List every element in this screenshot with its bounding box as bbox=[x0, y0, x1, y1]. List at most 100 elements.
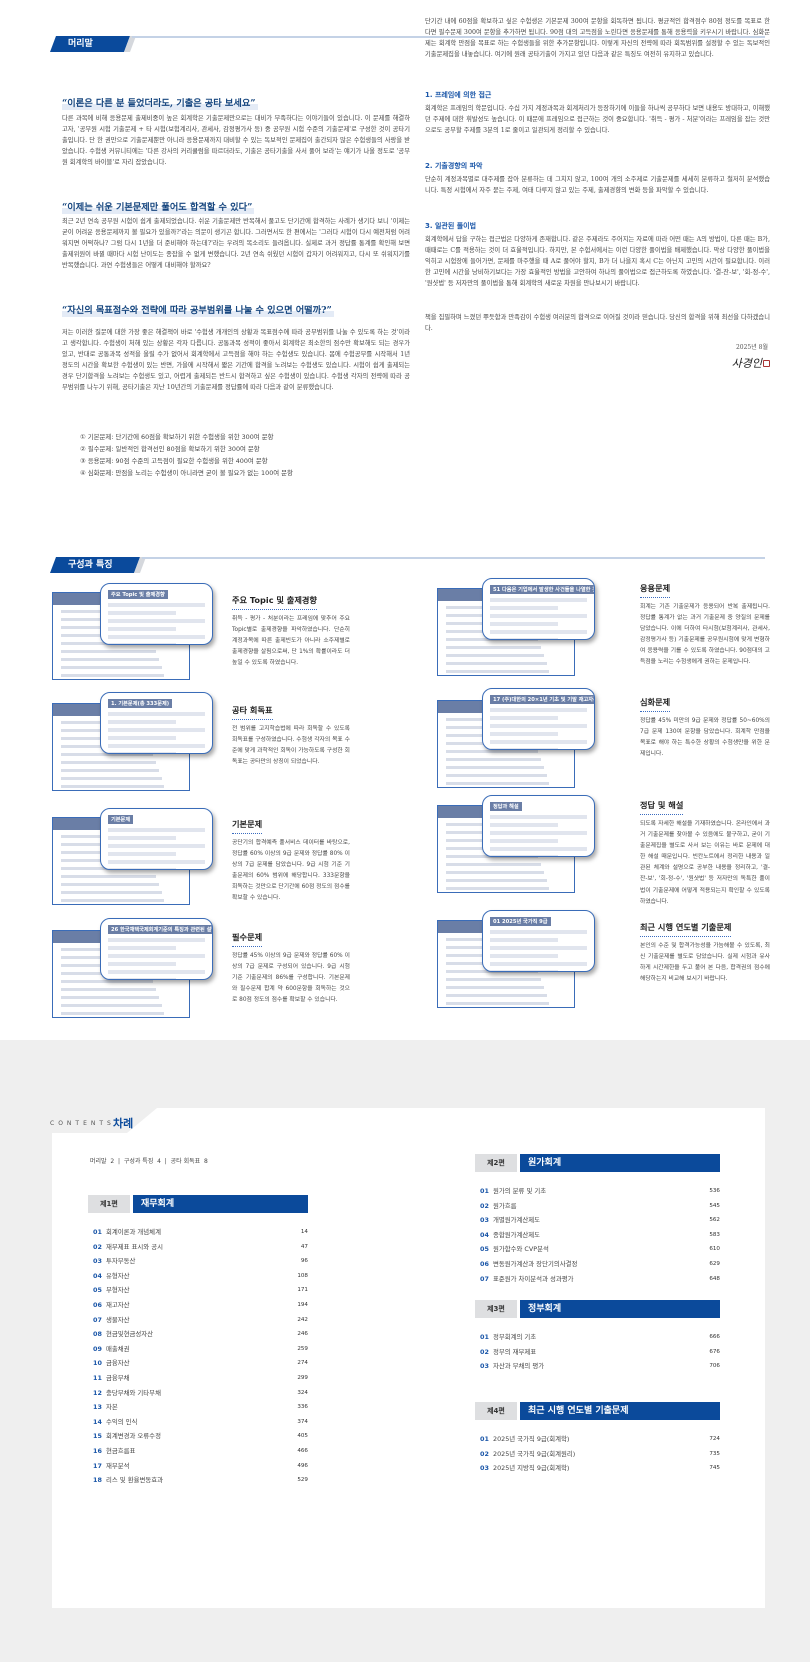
chapter-number: 03 bbox=[480, 1464, 489, 1473]
chapter-title: 회계변경과 오류수정 bbox=[106, 1432, 161, 1441]
chapter-page: 194 bbox=[297, 1302, 308, 1308]
preview-heading: 51 다음은 기업에서 발생한 사건들을 나열한 것이다. bbox=[490, 585, 594, 594]
feature-description: 되도록 자세한 해설을 기재하였습니다. 온라인에서 과거 기출문제를 찾아볼 … bbox=[640, 821, 770, 905]
question-type-list: ① 기본문제: 단기간에 60점을 확보하기 위한 수험생을 위한 300여 문… bbox=[80, 431, 293, 479]
feature-title: 공타 회독표 bbox=[232, 704, 273, 720]
chapter-page: 648 bbox=[709, 1275, 720, 1282]
chapter-title: 유형자산 bbox=[106, 1271, 130, 1280]
part-title[interactable]: 정부회계 bbox=[520, 1300, 720, 1318]
chapter-number: 02 bbox=[480, 1449, 489, 1458]
seal-icon bbox=[763, 360, 770, 367]
chapter-title: 2025년 국가직 9급(회계원리) bbox=[493, 1449, 576, 1458]
chapter-page: 374 bbox=[297, 1418, 308, 1425]
chapter-number: 14 bbox=[93, 1417, 102, 1426]
chapter-page: 706 bbox=[709, 1363, 720, 1370]
part-title[interactable]: 원가회계 bbox=[520, 1154, 720, 1172]
part-title[interactable]: 최근 시행 연도별 기출문제 bbox=[520, 1402, 720, 1420]
point-title-3: 3. 일관된 풀이법 bbox=[425, 222, 477, 230]
chapter-title: 자본 bbox=[106, 1403, 118, 1412]
preview-heading: 정답과 해설 bbox=[490, 802, 522, 811]
chapter-number: 06 bbox=[480, 1260, 489, 1268]
chapter-page: 536 bbox=[709, 1188, 720, 1194]
chapter-title: 정부회계의 기초 bbox=[493, 1333, 537, 1341]
list-item: ③ 응용문제: 90점 수준의 고득점이 필요한 수험생을 위한 400여 문항 bbox=[80, 457, 268, 465]
chapter-number: 05 bbox=[480, 1245, 489, 1254]
toc-chapter[interactable]: 05 원가함수와 CVP분석 610 bbox=[480, 1243, 720, 1255]
chapter-page: 610 bbox=[709, 1246, 720, 1253]
toc-chapter[interactable]: 07 생물자산 242 bbox=[93, 1314, 308, 1326]
chapter-page: 529 bbox=[297, 1477, 308, 1484]
chapter-page: 583 bbox=[709, 1231, 720, 1238]
point-body-2: 단순히 계정과목별로 대주제를 잡아 분류하는 데 그치지 않고, 100여 개… bbox=[425, 176, 770, 194]
chapter-title: 원가함수와 CVP분석 bbox=[493, 1245, 549, 1254]
list-item: ② 필수문제: 일반적인 합격선인 80점을 확보하기 위한 300여 문항 bbox=[80, 445, 260, 453]
chapter-title: 정부의 재무제표 bbox=[493, 1347, 537, 1356]
preface-closing: 책을 집필하며 느꼈던 뿌듯함과 만족감이 수험생 여러분의 합격으로 이어질 … bbox=[425, 314, 770, 332]
chapter-page: 47 bbox=[300, 1243, 308, 1250]
chapter-title: 현금흐름표 bbox=[106, 1447, 136, 1455]
chapter-title: 원가흐름 bbox=[493, 1201, 517, 1210]
page-preview-zoom: 정답과 해설 bbox=[482, 795, 595, 857]
chapter-number: 03 bbox=[480, 1362, 489, 1371]
part-title[interactable]: 재무회계 bbox=[133, 1195, 308, 1213]
chapter-number: 18 bbox=[93, 1476, 102, 1485]
chapter-title: 투자부동산 bbox=[106, 1257, 136, 1266]
chapter-title: 회계이론과 개념체계 bbox=[106, 1228, 161, 1236]
page-preview-zoom: 26 한국채택국제회계기준의 특징과 관련된 설명 bbox=[100, 918, 213, 980]
contents-panel bbox=[52, 1108, 765, 1608]
chapter-title: 원가의 분류 및 기초 bbox=[493, 1187, 547, 1195]
page-preview-zoom: 01 2025년 국가직 9급 bbox=[482, 910, 595, 972]
chapter-page: 466 bbox=[297, 1448, 308, 1454]
front-matter-nav[interactable]: 머리말 2 | 구성과 특징 4 | 공타 회독표 8 bbox=[90, 1158, 208, 1165]
feature-title: 주요 Topic 및 출제경향 bbox=[232, 594, 317, 610]
feature-description: 정답률 45% 미만의 9급 문제와 정답률 50~60%의 7급 문제 130… bbox=[640, 718, 770, 758]
chapter-number: 08 bbox=[93, 1330, 102, 1339]
feature-title: 최근 시행 연도별 기출문제 bbox=[640, 921, 732, 937]
preface-date: 2025년 8월 bbox=[735, 344, 768, 351]
preview-heading: 1. 기본문제(총 333문제) bbox=[108, 699, 173, 708]
chapter-page: 242 bbox=[297, 1316, 308, 1323]
feature-title: 기본문제 bbox=[232, 818, 263, 834]
feature-title: 심화문제 bbox=[640, 696, 671, 712]
feature-title: 필수문제 bbox=[232, 931, 263, 947]
chapter-page: 299 bbox=[297, 1375, 308, 1381]
chapter-title: 생물자산 bbox=[106, 1315, 130, 1324]
chapter-number: 07 bbox=[93, 1315, 102, 1324]
section-tab-preface: 머리말 bbox=[50, 36, 130, 52]
chapter-page: 171 bbox=[297, 1287, 308, 1294]
list-item: ① 기본문제: 단기간에 60점을 확보하기 위한 수험생을 위한 300여 문… bbox=[80, 433, 274, 441]
chapter-page: 724 bbox=[709, 1436, 720, 1442]
chapter-number: 10 bbox=[93, 1359, 102, 1368]
chapter-title: 금융자산 bbox=[106, 1359, 130, 1368]
chapter-title: 2025년 국가직 9급(회계학) bbox=[493, 1435, 570, 1443]
